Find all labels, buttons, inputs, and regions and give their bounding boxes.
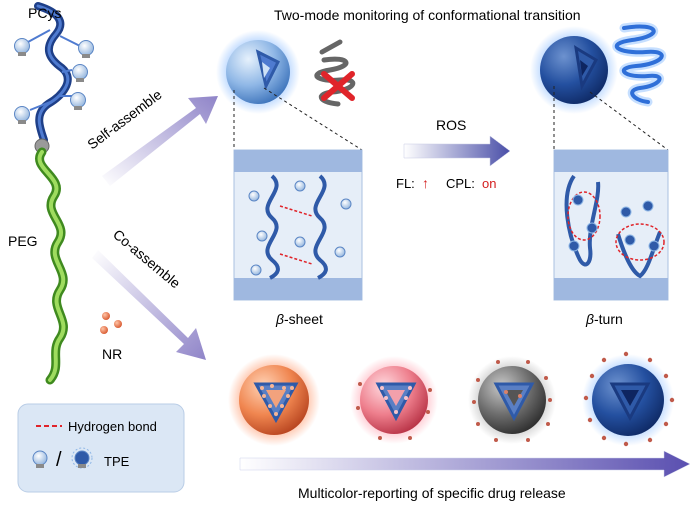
beta-sheet-label: β-sheet [275, 311, 323, 327]
legend-box [17, 403, 185, 493]
beta-sheet-panel [233, 149, 363, 301]
helix-crossed-icon [314, 39, 356, 107]
tpe-on-bulb-icon [71, 447, 93, 469]
sphere-pink [350, 356, 438, 444]
fl-label: FL: [396, 176, 415, 191]
tpe-bulb-icon [14, 29, 51, 56]
peg-label: PEG [8, 233, 38, 249]
fl-up-arrow: ↑ [422, 175, 429, 191]
ros-arrow [403, 135, 511, 167]
beta-turn-panel [553, 149, 669, 301]
micelle-sphere-light [216, 30, 300, 114]
micelle-sphere-dark [530, 26, 618, 114]
sphere-gray [468, 356, 556, 444]
tpe-bulb-icon [14, 101, 51, 124]
helix-glow-icon [612, 22, 667, 107]
legend-hydrogen-bond-label: Hydrogen bond [68, 419, 157, 434]
bottom-title: Multicolor-reporting of specific drug re… [298, 485, 566, 501]
cpl-state: on [482, 176, 496, 191]
peg-chain [35, 147, 68, 385]
nr-label: NR [102, 346, 122, 362]
co-assemble-arrow [92, 250, 206, 360]
sphere-orange [228, 354, 320, 446]
self-assemble-arrow [102, 96, 218, 186]
tpe-bulb-icon [58, 92, 86, 110]
legend-tpe-label: TPE [104, 454, 130, 469]
pcys-chain [34, 2, 72, 144]
beta-turn-label: β-turn [585, 311, 623, 327]
nile-red-dots [100, 312, 122, 334]
tpe-bulb-icon [61, 64, 88, 82]
pcys-label: PCys [28, 5, 61, 21]
tpe-bulb-icon [59, 35, 94, 58]
ros-label: ROS [436, 117, 466, 133]
tpe-off-bulb-icon [32, 450, 48, 468]
cpl-label: CPL: [446, 176, 475, 191]
zoom-lines-left [233, 87, 363, 151]
sphere-dark-blue [582, 351, 675, 447]
legend-slash: / [56, 449, 62, 471]
zoom-lines-right [553, 86, 669, 151]
drug-release-arrow [239, 450, 691, 478]
top-title: Two-mode monitoring of conformational tr… [274, 7, 581, 23]
